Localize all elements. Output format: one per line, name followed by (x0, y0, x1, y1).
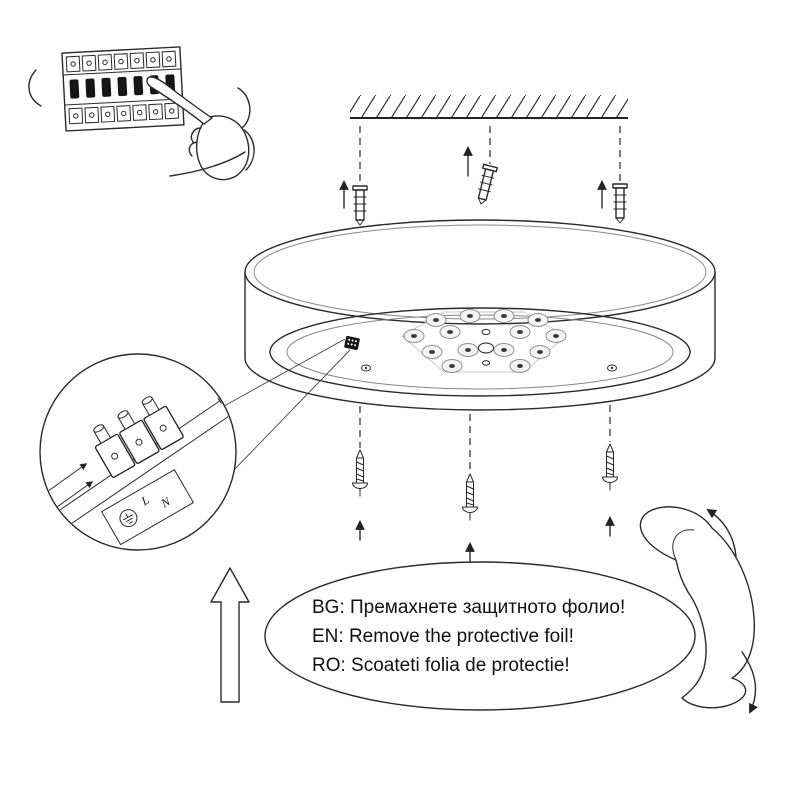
led-dot (421, 345, 443, 359)
led-dot (509, 325, 531, 339)
drum-inner-lip (253, 224, 707, 320)
mounting-guides-top (339, 126, 628, 226)
protective-foil (639, 506, 758, 714)
mounting-stud-right (607, 364, 617, 372)
led-dot (403, 329, 425, 343)
bubble-line-bg: BG: Премахнете защитното фолио! (312, 597, 625, 618)
ceiling-hatch (350, 95, 628, 119)
breaker-terminals-top (65, 50, 177, 73)
wall-anchor-left (352, 185, 368, 226)
hand-index-finger (146, 76, 213, 125)
led-dot (527, 313, 549, 327)
arm-curve (169, 151, 246, 177)
knuckle-line (190, 127, 202, 143)
sleeve-curve (243, 129, 255, 171)
screw-middle (462, 473, 478, 521)
cable-hole-lower (482, 360, 490, 366)
drum-top-rim (244, 219, 716, 325)
led-dot (545, 329, 567, 343)
led-dot (425, 313, 447, 327)
led-dot (457, 343, 479, 357)
lamp-drum (244, 219, 716, 411)
breaker-terminals-bottom (68, 102, 180, 125)
ground-symbol-icon (119, 509, 138, 528)
cable-hole-center (478, 342, 494, 354)
wall-anchor-middle (473, 163, 498, 207)
peel-arrow-top-icon (706, 508, 737, 557)
screw-left (352, 449, 368, 497)
terminal-label-card: L N (101, 469, 194, 546)
hand-fist (195, 115, 250, 181)
magnifier-leader-lines (223, 338, 351, 473)
bubble-line-en: EN: Remove the protective foil! (312, 626, 574, 647)
led-dot (441, 359, 463, 373)
big-up-arrow-icon (210, 567, 250, 703)
cable-curve-icon (28, 69, 42, 107)
led-dot (493, 309, 515, 323)
ceiling-hatch-fill (350, 95, 628, 118)
led-dot (509, 359, 531, 373)
bubble-outline (264, 561, 696, 711)
wrist-curve (237, 87, 251, 129)
speech-bubble: BG: Премахнете защитното фолио! EN: Remo… (264, 561, 696, 711)
screw-right (602, 443, 618, 491)
mounting-guides-bottom (352, 405, 618, 563)
foil-shape (639, 506, 755, 709)
bubble-line-ro: RO: Scoateti folia de protectie! (312, 655, 570, 676)
wiring-magnifier: L N (39, 353, 237, 551)
mounting-stud-left (361, 364, 371, 372)
peel-arrow-bottom-icon (741, 651, 758, 714)
led-dot (529, 345, 551, 359)
breaker-panel-scene (28, 46, 255, 181)
terminal-block (93, 396, 184, 478)
led-dot (493, 343, 515, 357)
bottom-panel-outer (269, 307, 691, 397)
cable-hole-small (481, 328, 491, 336)
terminal-connector-block (344, 335, 360, 351)
knuckle-line (188, 141, 198, 157)
led-dot (459, 309, 481, 323)
led-dot (439, 325, 461, 339)
hand (146, 76, 255, 181)
led-array (403, 309, 567, 373)
foil-curl-line (672, 529, 695, 561)
wall-anchor-right (612, 183, 628, 224)
